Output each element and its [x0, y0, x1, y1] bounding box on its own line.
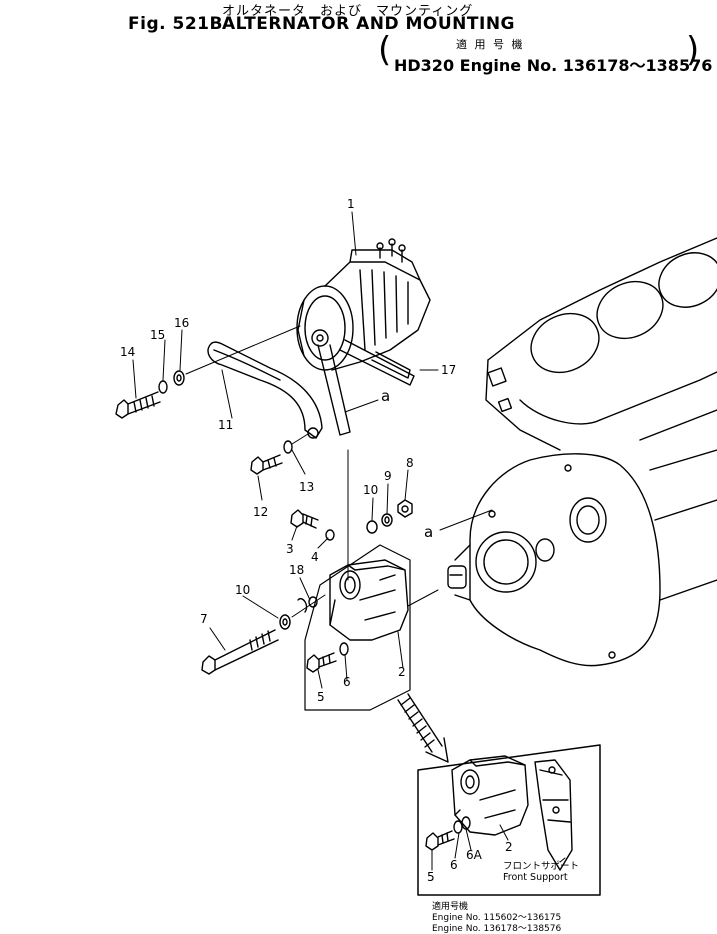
inset-front-support	[534, 759, 573, 871]
callout-1: 1	[347, 197, 355, 211]
ref-line-bracket	[407, 589, 439, 607]
mounting-bracket	[329, 449, 409, 641]
applicability-range: HD320 Engine No. 136178～138576	[394, 56, 713, 75]
callout-17: 17	[441, 363, 457, 377]
callout-16: 16	[174, 316, 190, 330]
ref-line-a-upper	[344, 399, 379, 413]
inset-frame	[417, 744, 601, 896]
footnote-line-1: Engine No. 115602～136175	[432, 913, 562, 923]
applicability-jp: 適 用 号 機	[456, 38, 525, 51]
callout-7: 7	[200, 612, 208, 626]
v-belt	[317, 339, 415, 436]
callout-12: 12	[253, 505, 269, 519]
inset-bracket	[451, 755, 529, 836]
callout-11: 11	[218, 418, 234, 432]
figure-title: ALTERNATOR AND MOUNTING	[222, 14, 516, 34]
bracket-envelope	[304, 544, 411, 711]
inset-callout-6: 6	[450, 858, 458, 872]
alternator	[296, 238, 431, 371]
ref-line-a-lower	[439, 509, 493, 531]
callout-9: 9	[384, 469, 392, 483]
footnote-jp: 適用号機	[432, 902, 469, 912]
inset-callout-2: 2	[505, 840, 513, 854]
callout-10-lower: 10	[235, 583, 251, 597]
inset-callout-6a: 6A	[466, 848, 482, 862]
bolt-3-assembly	[290, 509, 335, 541]
callout-2: 2	[398, 665, 406, 679]
fan-belt-17	[371, 351, 411, 379]
callout-14: 14	[120, 345, 136, 359]
callout-13: 13	[299, 480, 315, 494]
ref-a-upper: a	[381, 387, 391, 405]
inset-pointer-arrow	[397, 693, 449, 763]
engine-block	[447, 237, 717, 667]
footnote-line-2: Engine No. 136178～138576	[432, 924, 562, 934]
callout-5: 5	[317, 690, 325, 704]
callout-4: 4	[311, 550, 319, 564]
callout-18: 18	[289, 563, 305, 577]
inset-callout-5: 5	[427, 870, 435, 884]
bolt-7-assembly	[201, 594, 326, 675]
callout-3: 3	[286, 542, 294, 556]
adjust-bracket	[207, 341, 323, 439]
callout-6: 6	[343, 675, 351, 689]
left-parenthesis: (	[378, 30, 392, 70]
bolt-14-assembly	[115, 325, 301, 419]
bolt-12-assembly	[250, 433, 309, 475]
bolt-5-assembly	[306, 642, 349, 673]
nut-washer-set	[366, 499, 413, 534]
ref-a-lower: a	[424, 523, 434, 541]
callout-15: 15	[150, 328, 166, 342]
leader-lines	[132, 211, 566, 871]
callout-10-upper: 10	[363, 483, 379, 497]
callout-8: 8	[406, 456, 414, 470]
inset-bolt-5	[425, 816, 471, 851]
front-support-jp: フロントサポート	[503, 861, 580, 872]
japanese-title: オルタネータ および マウンティング	[222, 4, 474, 19]
right-parenthesis: )	[686, 30, 700, 70]
figure-label: Fig. 521B	[128, 14, 223, 34]
front-support-label: Front Support	[503, 872, 568, 883]
